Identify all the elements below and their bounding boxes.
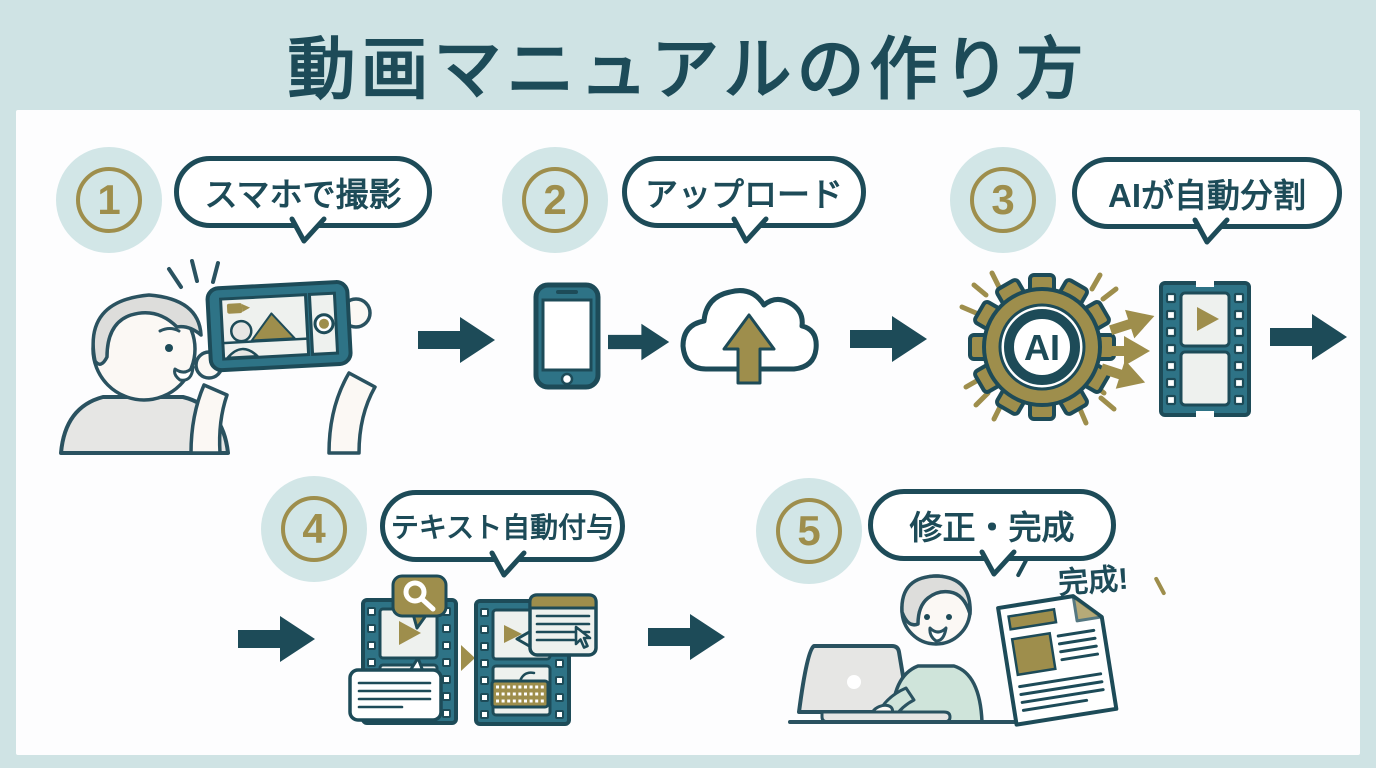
step-1-label: スマホで撮影 <box>204 176 402 213</box>
page-title: 動画マニュアルの作り方 <box>287 32 1089 108</box>
play-icon <box>1197 307 1219 331</box>
document-text-lines <box>1018 628 1105 712</box>
bubble-tail <box>289 216 327 244</box>
step-1-number-badge: 1 <box>56 147 162 253</box>
finished-document-icon <box>996 594 1119 727</box>
done-callout: 完成! <box>1015 556 1168 604</box>
gear-inner-ring <box>1004 309 1080 385</box>
document-title-block <box>1007 607 1058 631</box>
magnifier-badge <box>391 574 448 630</box>
emphasis-mark-left <box>1015 558 1029 578</box>
caption-bubble-icon <box>348 656 443 722</box>
flow-arrow-4-5 <box>648 614 725 660</box>
step-3-number-badge: 3 <box>950 147 1056 253</box>
step-2-number-ring: 2 <box>522 167 588 233</box>
emphasis-mark-right <box>1153 576 1167 596</box>
step-3-number: 3 <box>991 176 1015 223</box>
person-left-arm <box>189 383 229 455</box>
subject-head-icon <box>230 319 253 343</box>
mountain-icon <box>250 312 296 342</box>
content-panel: 1 2 3 4 5 スマホで撮影 アップロード AIが自動分割 テキスト自動付与… <box>16 110 1360 755</box>
flow-arrow-3-next <box>1270 314 1347 360</box>
cloud-upload-icon <box>680 288 819 385</box>
ai-gear-icon: AI <box>959 270 1119 426</box>
person-filming-illustration <box>59 259 377 455</box>
document-fold-corner <box>1071 594 1104 623</box>
magnifier-icon <box>403 580 427 604</box>
step-2-label-bubble: アップロード <box>622 156 866 244</box>
film-frame-bottom <box>1179 350 1231 407</box>
video-camera-icon <box>226 303 243 314</box>
play-icon <box>399 621 421 645</box>
step-3-label-bubble: AIが自動分割 <box>1072 157 1342 245</box>
person-editing-illustration <box>788 574 1026 724</box>
flow-arrow-2-3 <box>850 316 927 362</box>
step-1-label-bubble: スマホで撮影 <box>174 156 432 244</box>
person-hair <box>900 574 972 627</box>
flash-lines-icon <box>167 259 220 289</box>
subject-shoulders-icon <box>226 347 259 360</box>
film-notch-bottom <box>1196 411 1214 418</box>
flow-arrow-1-2 <box>418 317 495 363</box>
bubble-tail <box>1192 217 1230 245</box>
subtitle-window-icon <box>515 593 598 657</box>
phone-home-button <box>560 372 574 386</box>
person-mouth <box>173 365 195 382</box>
play-icon <box>504 625 522 643</box>
bubble-tail <box>979 549 1017 577</box>
split-arrows-icon <box>1099 309 1155 389</box>
film-strip-icon <box>1159 280 1251 418</box>
keyboard-icon <box>490 671 550 709</box>
transition-triangle-icon <box>461 645 475 671</box>
gold-arrows <box>1099 309 1155 389</box>
sprocket-holes <box>1165 292 1245 406</box>
done-text: 完成! <box>1057 562 1130 601</box>
step-2-label: アップロード <box>645 176 843 213</box>
step-1-number: 1 <box>97 176 121 223</box>
film-notch-top <box>1196 280 1214 287</box>
step-5-label-bubble: 修正・完成 <box>868 489 1116 577</box>
document-image-block <box>1010 631 1057 677</box>
step-2-number-badge: 2 <box>502 147 608 253</box>
person-body <box>59 395 230 455</box>
record-button-dot <box>318 318 329 329</box>
text-annotation-illustration <box>348 574 598 726</box>
step-5-number-badge: 5 <box>756 478 862 584</box>
step-3-label: AIが自動分割 <box>1108 177 1306 214</box>
step-4-label: テキスト自動付与 <box>390 512 615 543</box>
upload-arrow-icon <box>722 313 776 385</box>
step-4-label-bubble: テキスト自動付与 <box>380 490 625 578</box>
step-3-number-ring: 3 <box>970 167 1036 233</box>
video-camera-lens <box>241 304 251 313</box>
phone-screen <box>541 298 593 372</box>
step-5-number-ring: 5 <box>776 498 842 564</box>
magnifier-handle <box>419 596 436 612</box>
cursor-icon <box>574 625 592 649</box>
person-mouth <box>928 626 948 643</box>
person-eye <box>165 344 173 352</box>
step-4-number-badge: 4 <box>261 476 367 582</box>
step-5-label: 修正・完成 <box>909 509 1075 546</box>
person-right-arm <box>327 371 377 455</box>
flow-arrow-into-4 <box>238 616 315 662</box>
person-eyebrow <box>158 327 181 333</box>
person-eye-left <box>924 614 930 620</box>
smartphone-icon <box>533 282 601 390</box>
laptop-logo <box>847 675 861 689</box>
step-4-number: 4 <box>302 505 326 552</box>
step-1-number-ring: 1 <box>76 167 142 233</box>
bubble-tail <box>489 550 527 578</box>
step-5-number: 5 <box>797 507 821 554</box>
filming-smartphone-icon <box>205 280 353 373</box>
person-eye-right <box>946 614 952 620</box>
window-title-bar <box>528 593 598 610</box>
flow-arrow-phone-cloud <box>608 323 670 361</box>
ai-text: AI <box>1024 327 1060 368</box>
step-4-number-ring: 4 <box>281 496 347 562</box>
caption-body <box>348 668 443 722</box>
person-hair <box>91 293 203 366</box>
bubble-tail <box>731 216 769 244</box>
step-2-number: 2 <box>543 176 567 223</box>
caption-text-lines <box>357 681 432 709</box>
